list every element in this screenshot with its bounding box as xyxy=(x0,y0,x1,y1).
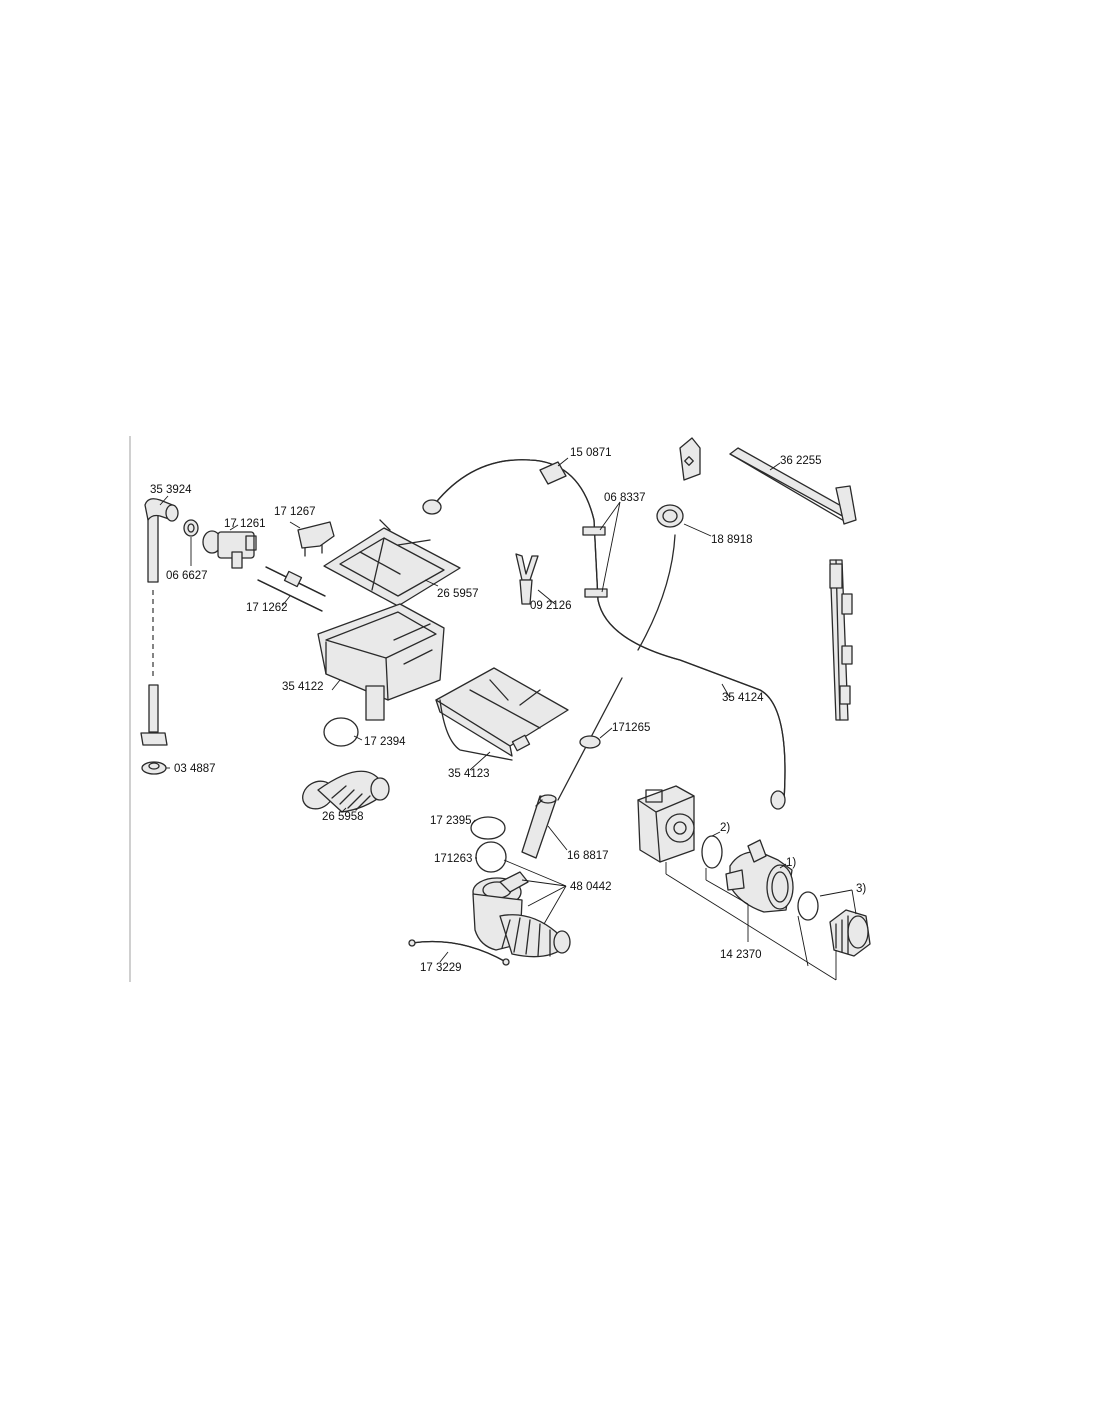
bellows-265958 xyxy=(302,770,390,813)
clip-171267 xyxy=(297,521,335,557)
label-171261: 17 1261 xyxy=(224,518,266,530)
label-480442: 48 0442 xyxy=(570,881,612,893)
label-354123: 35 4123 xyxy=(448,768,490,780)
label-note-2: 2) xyxy=(720,822,730,834)
valve-171261 xyxy=(202,530,257,569)
ring-172395 xyxy=(470,816,506,840)
pump-ring-2 xyxy=(701,835,723,869)
filter-3 xyxy=(829,909,871,957)
dispenser-housing-354122 xyxy=(317,603,445,721)
label-265957: 26 5957 xyxy=(437,588,479,600)
sensor-168817 xyxy=(521,677,623,859)
label-142370: 14 2370 xyxy=(720,949,762,961)
ring-172394 xyxy=(323,717,359,747)
label-171262: 17 1262 xyxy=(246,602,288,614)
label-362255: 36 2255 xyxy=(780,455,822,467)
label-354122: 35 4122 xyxy=(282,681,324,693)
label-034887: 03 4887 xyxy=(174,763,216,775)
seal-034887 xyxy=(141,761,167,775)
label-354124: 35 4124 xyxy=(722,692,764,704)
hoses-171262 xyxy=(257,566,326,612)
pump-ring-3 xyxy=(797,891,819,921)
label-171265: 171265 xyxy=(612,722,650,734)
side-rail xyxy=(829,559,853,721)
label-068337: 06 8337 xyxy=(604,492,646,504)
label-188918: 18 8918 xyxy=(711,534,753,546)
label-note-3: 3) xyxy=(856,883,866,895)
label-note-1: 1) xyxy=(786,857,796,869)
label-150871: 15 0871 xyxy=(570,447,612,459)
label-353924: 35 3924 xyxy=(150,484,192,496)
pressure-switch-188918 xyxy=(637,504,684,651)
bracket-362255 xyxy=(679,437,857,525)
hose-173229 xyxy=(408,939,510,966)
dispenser-drawer-354123 xyxy=(435,667,569,761)
fork-092126 xyxy=(515,553,539,605)
label-171267: 17 1267 xyxy=(274,506,316,518)
label-265958: 26 5958 xyxy=(322,811,364,823)
label-066627: 06 6627 xyxy=(166,570,208,582)
label-172395: 17 2395 xyxy=(430,815,472,827)
hose-150871-354124 xyxy=(422,459,786,810)
inlet-pipe-353924 xyxy=(144,498,179,583)
dispenser-top-265957 xyxy=(323,519,461,607)
label-173229: 17 3229 xyxy=(420,962,462,974)
washer-066627 xyxy=(183,519,199,537)
label-172394: 17 2394 xyxy=(364,736,406,748)
label-171263: 171263 xyxy=(434,853,472,865)
pump-142370 xyxy=(637,785,695,863)
sump-480442 xyxy=(472,871,571,958)
pump-housing-1 xyxy=(725,839,794,913)
inlet-pipe-lower xyxy=(140,684,168,746)
label-092126: 09 2126 xyxy=(530,600,572,612)
label-168817: 16 8817 xyxy=(567,850,609,862)
leader-lines xyxy=(159,457,857,981)
ball-171263 xyxy=(475,841,507,873)
